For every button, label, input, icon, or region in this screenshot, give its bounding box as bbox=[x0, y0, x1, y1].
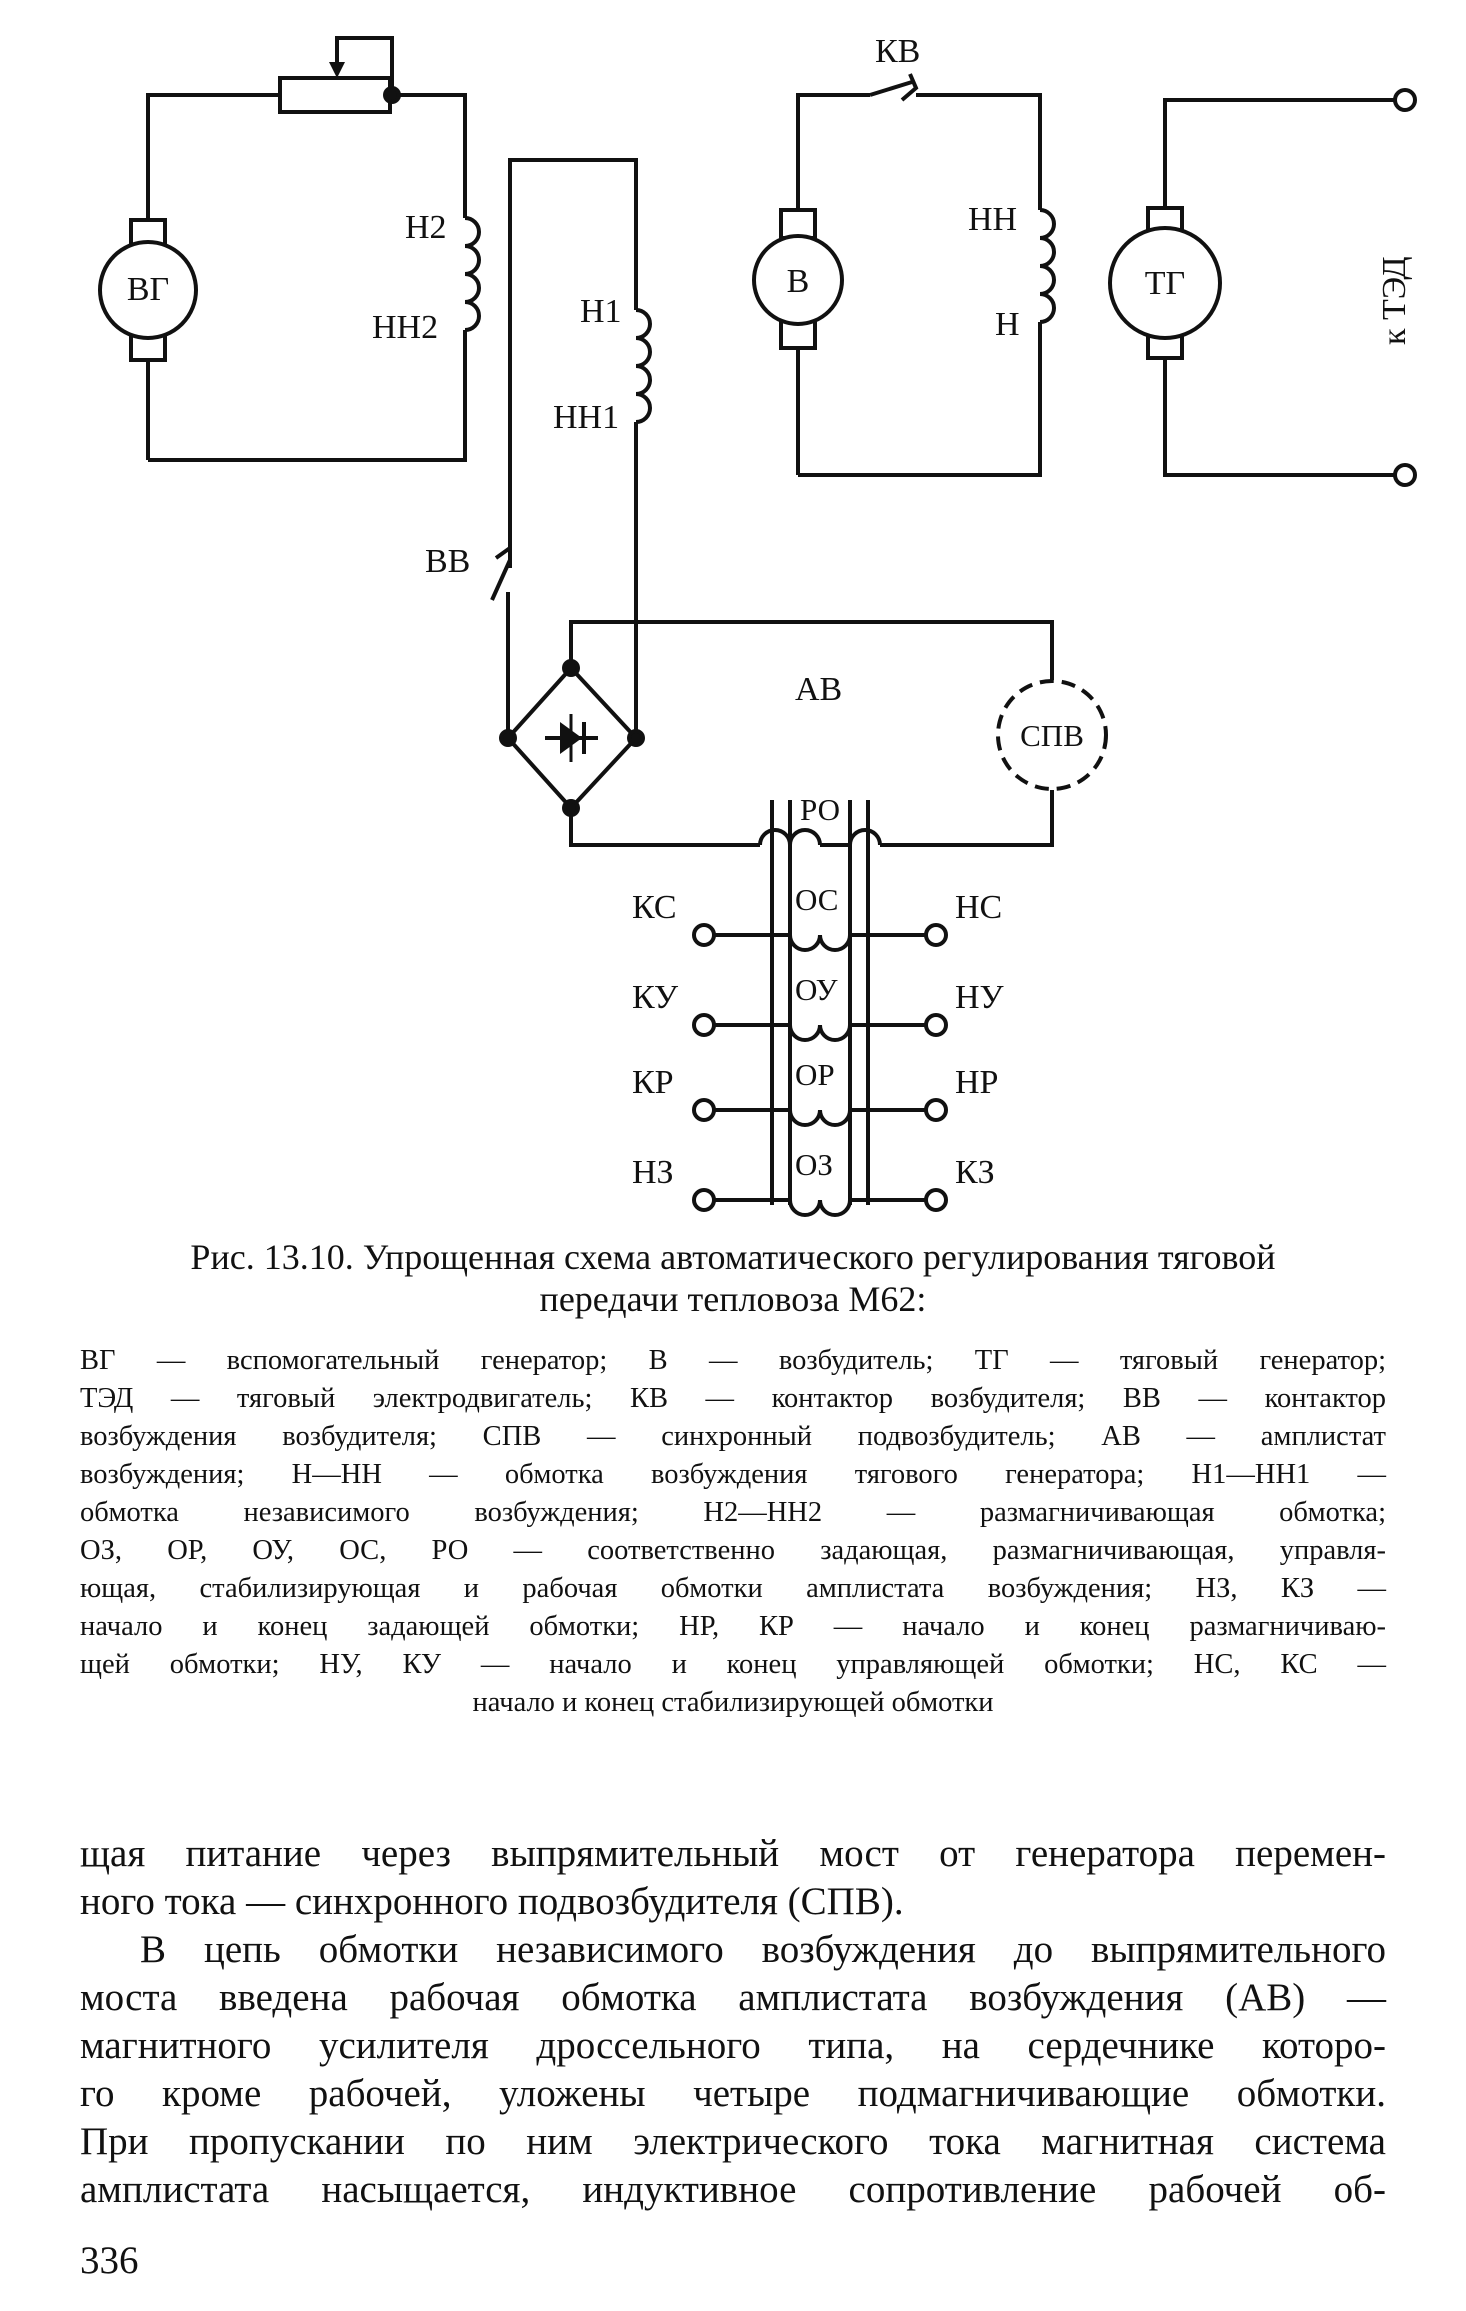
spv-icon bbox=[880, 679, 1108, 847]
caption-line-2: передачи тепловоза М62: bbox=[539, 1279, 927, 1319]
legend-line: начало и конец стабилизирующей обмотки bbox=[472, 1687, 994, 1718]
label-nr: НР bbox=[955, 1064, 998, 1101]
h1-nh1-winding bbox=[635, 308, 652, 424]
label-tg: ТГ bbox=[1145, 265, 1185, 302]
text-line: моста введена рабочая обмотка амплистата… bbox=[80, 1976, 1386, 2019]
legend-line: щей обмотки; НУ, КУ — начало и конец упр… bbox=[80, 1649, 1386, 1680]
legend-line: возбуждения; Н—НН — обмотка возбуждения … bbox=[80, 1459, 1386, 1490]
text-line: магнитного усилителя дроссельного типа, … bbox=[80, 2024, 1386, 2067]
legend-line: ющая, стабилизирующая и рабочая обмотки … bbox=[80, 1573, 1386, 1604]
or-winding bbox=[692, 1098, 948, 1127]
ted-terminal-top bbox=[1393, 88, 1417, 112]
vg-generator-icon bbox=[98, 218, 198, 362]
label-nu: НУ bbox=[955, 979, 1005, 1016]
label-ou: ОУ bbox=[795, 972, 838, 1007]
circuit-diagram: ВГ Н2 НН2 Н1 НН1 КВ НН Н В ТГ к ТЭД ВВ А… bbox=[98, 33, 1417, 1217]
label-h1: Н1 bbox=[580, 293, 622, 330]
label-ro: РО bbox=[800, 792, 840, 827]
label-ku: КУ bbox=[632, 979, 679, 1016]
caption-line-1: Рис. 13.10. Упрощенная схема автоматичес… bbox=[190, 1237, 1276, 1277]
ro-winding bbox=[758, 828, 882, 846]
label-or: ОР bbox=[795, 1057, 835, 1092]
legend-line: возбуждения возбудителя; СПВ — синхронны… bbox=[80, 1421, 1386, 1452]
nn-n-winding bbox=[1039, 208, 1056, 324]
body-text: щая питание через выпрямительный мост от… bbox=[80, 1830, 1386, 2214]
vg-circuit bbox=[98, 36, 481, 462]
paragraph: щая питание через выпрямительный мост от… bbox=[80, 1830, 1386, 1926]
label-av: АВ bbox=[795, 671, 842, 708]
label-nz: НЗ bbox=[632, 1154, 674, 1191]
label-kv: КВ bbox=[875, 33, 920, 70]
kv-contact bbox=[869, 80, 913, 97]
label-nh2: НН2 bbox=[372, 309, 438, 346]
os-winding bbox=[692, 923, 948, 952]
legend-line: ВГ — вспомогательный генератор; В — возб… bbox=[80, 1345, 1386, 1376]
v-exciter-icon bbox=[752, 208, 844, 350]
oz-winding bbox=[692, 1188, 948, 1217]
label-v: В bbox=[787, 263, 810, 300]
label-ks: КС bbox=[632, 889, 677, 926]
label-kz: КЗ bbox=[955, 1154, 995, 1191]
label-oz: ОЗ bbox=[795, 1147, 833, 1182]
label-ns: НС bbox=[955, 889, 1002, 926]
figure-caption: Рис. 13.10. Упрощенная схема автоматичес… bbox=[80, 1236, 1386, 1320]
legend-line: ОЗ, ОР, ОУ, ОС, РО — соответственно зада… bbox=[80, 1535, 1386, 1566]
label-spv: СПВ bbox=[1020, 718, 1084, 753]
label-kr: КР bbox=[632, 1064, 674, 1101]
label-os: ОС bbox=[795, 882, 838, 917]
label-vv: ВВ bbox=[425, 543, 470, 580]
figure-legend: ВГ — вспомогательный генератор; В — возб… bbox=[80, 1342, 1386, 1722]
label-nn: НН bbox=[968, 201, 1017, 238]
v-circuit bbox=[752, 73, 1056, 477]
rheostat bbox=[278, 76, 392, 114]
legend-line: начало и конец задающей обмотки; НР, КР … bbox=[80, 1611, 1386, 1642]
ou-winding bbox=[692, 1013, 948, 1042]
ted-terminal-bottom bbox=[1393, 463, 1417, 487]
label-ted: к ТЭД bbox=[1376, 256, 1413, 345]
label-h2: Н2 bbox=[405, 209, 447, 246]
text-line: В цепь обмотки независимого возбуждения … bbox=[140, 1928, 1386, 1971]
text-line: При пропускании по ним электрического то… bbox=[80, 2120, 1386, 2163]
rectifier-bridge bbox=[499, 620, 1054, 847]
label-vg: ВГ bbox=[127, 271, 169, 308]
tg-generator-icon bbox=[1108, 206, 1222, 360]
page-number: 336 bbox=[80, 2239, 139, 2282]
tg-circuit bbox=[1108, 88, 1417, 487]
text-line: го кроме рабочей, уложены четыре подмагн… bbox=[80, 2072, 1386, 2115]
h2-nh2-winding bbox=[464, 216, 481, 332]
label-nh1: НН1 bbox=[553, 399, 619, 436]
legend-line: ТЭД — тяговый электродвигатель; КВ — кон… bbox=[80, 1383, 1386, 1414]
h1-circuit bbox=[490, 158, 652, 738]
label-n: Н bbox=[995, 306, 1020, 343]
legend-line: обмотка независимого возбуждения; Н2—НН2… bbox=[80, 1497, 1386, 1528]
text-line: ного тока — синхронного подвозбудителя (… bbox=[80, 1880, 904, 1923]
text-line: щая питание через выпрямительный мост от… bbox=[80, 1832, 1386, 1875]
text-line: амплистата насыщается, индуктивное сопро… bbox=[80, 2168, 1386, 2211]
paragraph: В цепь обмотки независимого возбуждения … bbox=[80, 1926, 1386, 2214]
vv-contact bbox=[490, 559, 512, 601]
